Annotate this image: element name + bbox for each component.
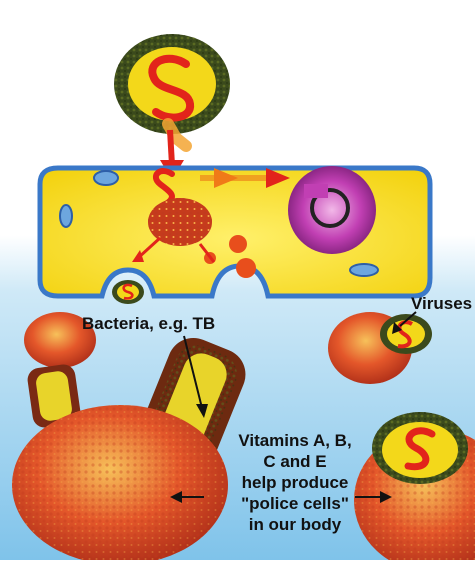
vitamins-line: C and E	[205, 451, 385, 472]
virus-icon	[372, 412, 468, 484]
vitamins-label: Vitamins A, B, C and E help produce "pol…	[205, 430, 385, 535]
nucleus-icon	[288, 166, 376, 254]
vitamins-line: in our body	[205, 514, 385, 535]
viruses-label: Viruses	[411, 293, 472, 314]
vitamins-line: "police cells"	[205, 493, 385, 514]
virus-icon	[114, 34, 230, 134]
police-cell-icon	[12, 405, 228, 560]
virus-icon	[112, 280, 144, 304]
vitamins-line: help produce	[205, 472, 385, 493]
bacteria-label: Bacteria, e.g. TB	[82, 313, 215, 334]
vitamins-line: Vitamins A, B,	[205, 430, 385, 451]
